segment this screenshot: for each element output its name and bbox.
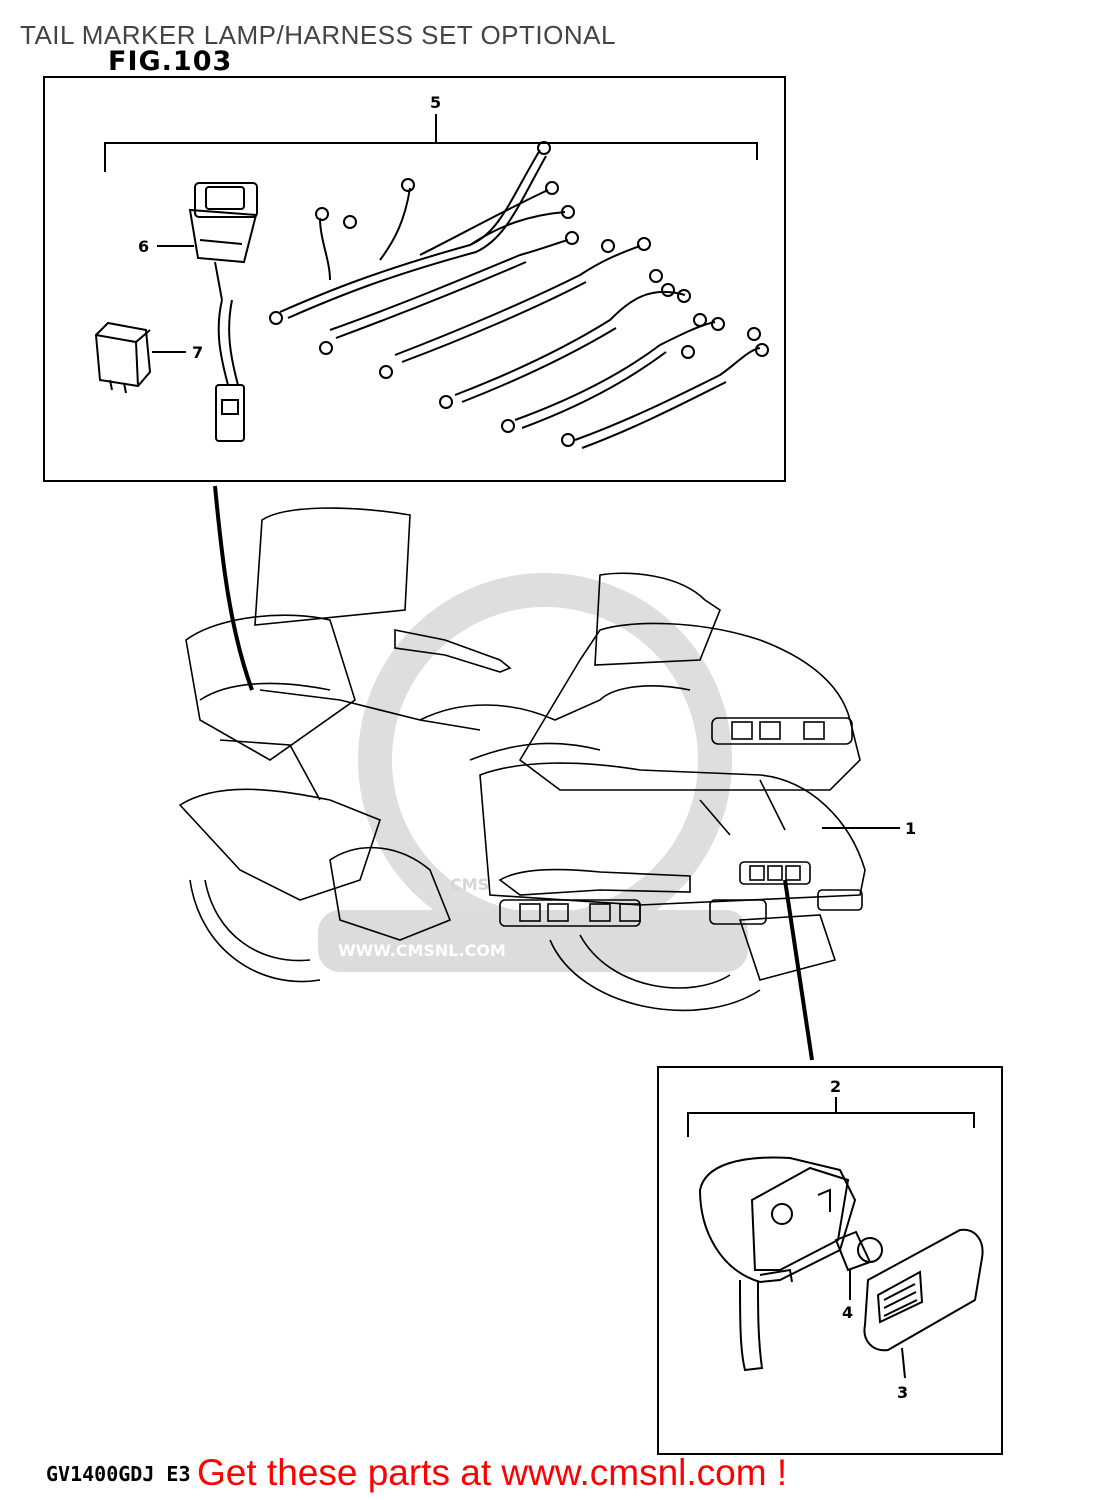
page-title: TAIL MARKER LAMP/HARNESS SET OPTIONAL (20, 20, 616, 50)
callout-4: 4 (842, 1303, 853, 1322)
callout-2: 2 (830, 1077, 841, 1096)
get-parts-link[interactable]: Get these parts at www.cmsnl.com ! (197, 1452, 788, 1493)
motorcycle-illustration (178, 507, 866, 1012)
model-code: GV1400GDJ E3 (46, 1462, 191, 1486)
figure-number: FIG.103 (108, 46, 233, 77)
relay-part (94, 321, 186, 394)
lamp-housing (698, 1156, 857, 1372)
leader-harness (213, 485, 254, 691)
wiring-harness (269, 141, 769, 449)
watermark-brand: CMS (450, 875, 489, 894)
callout-3: 3 (897, 1383, 908, 1402)
harness-set-box (43, 76, 786, 482)
leader-lamp (783, 879, 814, 1061)
watermark-logo: CMS WWW.CMSNL.COM (318, 573, 748, 972)
callout-1: 1 (905, 819, 916, 838)
callout-6: 6 (138, 237, 149, 256)
watermark-url: WWW.CMSNL.COM (338, 941, 506, 960)
callout-7: 7 (192, 343, 203, 362)
lens-part (863, 1228, 984, 1379)
bulb-part (834, 1230, 883, 1300)
switch-part (157, 182, 258, 442)
callout-5: 5 (430, 93, 441, 112)
lamp-assembly-box (657, 1066, 1003, 1455)
